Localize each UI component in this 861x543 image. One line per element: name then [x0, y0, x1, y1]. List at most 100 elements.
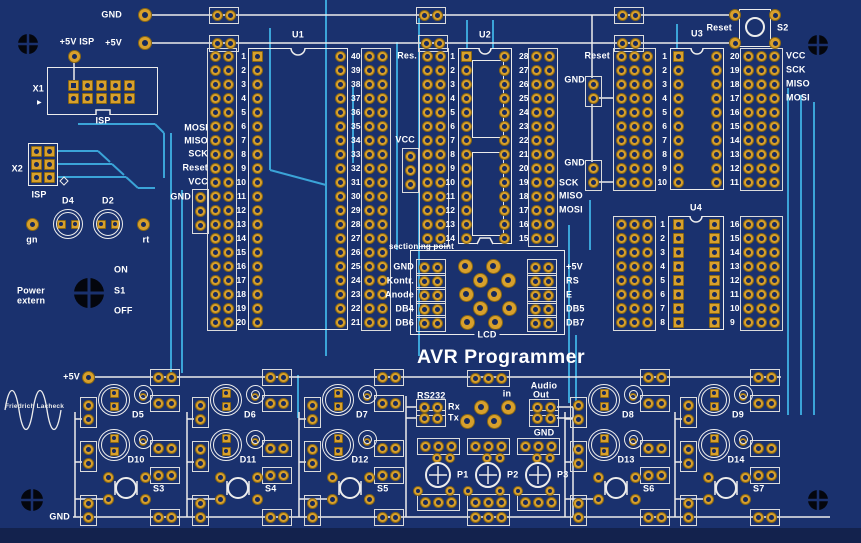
potentiometer-p2[interactable]	[475, 462, 501, 488]
lcd-solder-pad[interactable]	[472, 300, 488, 316]
rs232-rx-strip[interactable]	[415, 398, 446, 416]
block-jumper-strip[interactable]	[261, 508, 292, 526]
ic-u2-pad[interactable]	[460, 176, 472, 188]
pad[interactable]	[530, 92, 542, 104]
pad[interactable]	[543, 190, 555, 202]
ic-u2-header-strip[interactable]	[527, 47, 558, 247]
switch-pad[interactable]	[739, 471, 751, 483]
audio-in-jack-pad[interactable]	[500, 399, 516, 415]
pad[interactable]	[530, 106, 542, 118]
led-d8[interactable]	[623, 384, 643, 404]
pad[interactable]	[615, 218, 627, 230]
audio-in-jack-pad[interactable]	[459, 413, 475, 429]
ic-u3-pad[interactable]	[672, 134, 684, 146]
pad[interactable]	[421, 162, 433, 174]
pad[interactable]	[615, 246, 627, 258]
pad[interactable]	[363, 50, 375, 62]
pad[interactable]	[682, 511, 694, 523]
pad[interactable]	[742, 106, 754, 118]
x1-pad[interactable]	[81, 79, 93, 91]
pad[interactable]	[404, 150, 416, 162]
pad[interactable]	[418, 275, 430, 287]
ic-u3-pad[interactable]	[710, 120, 722, 132]
pad[interactable]	[482, 372, 494, 384]
ic-u1-pad[interactable]	[251, 134, 263, 146]
pad[interactable]	[210, 288, 221, 300]
pad[interactable]	[615, 274, 627, 286]
pad[interactable]	[469, 440, 481, 452]
diode-d4[interactable]	[53, 209, 83, 239]
pad[interactable]	[572, 511, 584, 523]
pad[interactable]	[421, 204, 433, 216]
pad[interactable]	[641, 246, 653, 258]
ic-u4-header-strip[interactable]	[739, 215, 783, 331]
pad[interactable]	[530, 218, 542, 230]
pad[interactable]	[755, 50, 767, 62]
x1-pad[interactable]	[123, 92, 135, 104]
pad[interactable]	[165, 511, 177, 523]
pad[interactable]	[434, 162, 446, 174]
pad[interactable]	[210, 246, 221, 258]
pad[interactable]	[363, 148, 375, 160]
pad[interactable]	[587, 78, 599, 90]
ic-u2-pad[interactable]	[498, 162, 510, 174]
ic-u1-pad[interactable]	[251, 204, 263, 216]
pad[interactable]	[210, 50, 221, 62]
pad[interactable]	[482, 440, 494, 452]
capacitor-outline[interactable]	[588, 383, 620, 416]
capacitor-outline[interactable]	[322, 428, 354, 461]
pad[interactable]	[152, 397, 164, 409]
pad[interactable]	[469, 496, 481, 508]
pad[interactable]	[615, 64, 627, 76]
pad[interactable]	[194, 511, 206, 523]
pad[interactable]	[530, 120, 542, 132]
pad[interactable]	[642, 397, 654, 409]
pad[interactable]	[755, 120, 767, 132]
ic-u4-pad[interactable]	[708, 218, 720, 230]
pad[interactable]	[421, 120, 433, 132]
pad[interactable]	[768, 176, 780, 188]
switch-pad[interactable]	[251, 493, 263, 505]
pad[interactable]	[572, 399, 584, 411]
audio-in-jack-pad[interactable]	[473, 399, 489, 415]
pot-strip[interactable]	[416, 493, 460, 511]
pad[interactable]	[543, 64, 555, 76]
pad[interactable]	[543, 148, 555, 160]
ic-u4-pad[interactable]	[708, 302, 720, 314]
pad[interactable]	[682, 497, 694, 509]
pad[interactable]	[742, 260, 754, 272]
pad[interactable]	[641, 78, 653, 90]
pad[interactable]	[363, 288, 375, 300]
switch-pad[interactable]	[739, 493, 751, 505]
pad[interactable]	[264, 397, 276, 409]
ic-u4-pad[interactable]	[672, 274, 684, 286]
block-jumper-strip[interactable]	[749, 394, 780, 412]
pad[interactable]	[389, 442, 401, 454]
jumper-strip[interactable]	[466, 508, 510, 526]
block-side-strip[interactable]	[79, 440, 97, 472]
ic-u4-pad[interactable]	[672, 260, 684, 272]
pad[interactable]	[495, 486, 505, 496]
ic-u1-pad[interactable]	[334, 50, 346, 62]
switch-s3[interactable]	[115, 477, 137, 499]
ic-u2-pad[interactable]	[498, 190, 510, 202]
pad[interactable]	[431, 289, 443, 301]
ic-u1-pad[interactable]	[251, 176, 263, 188]
pad[interactable]	[752, 469, 764, 481]
plus5v-isp-pad[interactable]	[67, 49, 81, 63]
pad[interactable]	[363, 246, 375, 258]
lcd-left-strip[interactable]	[415, 272, 446, 290]
pad[interactable]	[434, 78, 446, 90]
block-jumper-strip[interactable]	[261, 368, 292, 386]
ic-u3-header-strip[interactable]	[739, 47, 783, 191]
ic-u1-pad[interactable]	[334, 204, 346, 216]
audio-out-strip[interactable]	[528, 398, 559, 416]
pad[interactable]	[224, 9, 236, 21]
pad[interactable]	[223, 190, 234, 202]
pad[interactable]	[529, 275, 541, 287]
ic-u1-pad[interactable]	[251, 106, 263, 118]
ic-u3-pad[interactable]	[672, 92, 684, 104]
rt-pad[interactable]	[136, 217, 150, 231]
pad[interactable]	[82, 457, 94, 469]
pot-strip[interactable]	[466, 493, 510, 511]
